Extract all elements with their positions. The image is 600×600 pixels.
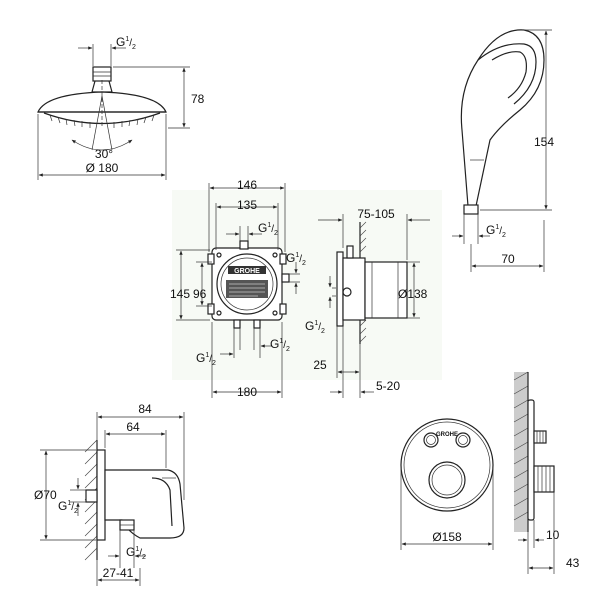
head-shower-angle-arc <box>71 139 133 151</box>
trim-brand: GROHE <box>436 432 458 438</box>
hand-shower-thread: G1/2 <box>486 223 506 239</box>
trim-side-plate <box>527 399 535 521</box>
box-right-thread: G1/2 <box>286 251 306 267</box>
hand-shower-offset: 70 <box>501 252 515 266</box>
box-top-thread: G1/2 <box>258 221 278 237</box>
box-side-thread: G1/2 <box>305 319 325 335</box>
trim-button-left <box>423 432 439 448</box>
head-shower-view: 30° G1/2 78 Ø 180 <box>37 35 205 180</box>
trim-side-depth: 10 <box>546 528 560 542</box>
head-shower-diameter: Ø 180 <box>86 161 119 175</box>
hand-shower-view: 154 G1/2 70 <box>452 29 554 272</box>
hand-shower-length: 154 <box>534 135 554 149</box>
box-side-depth-range: 75-105 <box>357 207 395 221</box>
box-side-connector <box>342 287 352 297</box>
head-shower-height: 78 <box>191 92 205 106</box>
wall-elbow-range: 27-41 <box>103 566 134 580</box>
box-top-connector <box>239 240 249 250</box>
trim-side-wall <box>514 372 528 532</box>
wall-elbow-bottom-thread: G1/2 <box>126 545 146 561</box>
head-shower-thread: G1/2 <box>116 35 136 51</box>
trim-diameter: Ø158 <box>432 530 462 544</box>
trim-button-right <box>455 432 471 448</box>
wall-elbow-width-outer: 84 <box>138 402 152 416</box>
head-shower-connector <box>92 66 112 82</box>
hand-shower-body <box>460 29 545 207</box>
box-brand: GROHE <box>234 268 260 275</box>
box-front-view: GROHE 146 135 G1/2 <box>170 178 442 399</box>
trim-side-view: 10 43 <box>513 371 580 574</box>
box-bottom-left-thread: G1/2 <box>196 351 216 367</box>
head-shower-angle: 30° <box>95 147 113 161</box>
trim-side-knob <box>533 465 555 493</box>
trim-side-projection: 43 <box>566 556 580 570</box>
box-bottom-right-thread: G1/2 <box>270 337 290 353</box>
box-side-offset: 25 <box>313 358 327 372</box>
box-side-range: 5-20 <box>376 379 400 393</box>
trim-front-view: GROHE Ø158 <box>400 418 494 550</box>
box-brand-plate <box>228 266 266 274</box>
box-width-outer: 146 <box>237 178 257 192</box>
box-width-total: 180 <box>237 385 257 399</box>
box-width-inner: 135 <box>237 198 257 212</box>
trim-knob <box>428 461 466 499</box>
wall-elbow-diameter: Ø70 <box>34 488 57 502</box>
box-side-diameter: Ø138 <box>398 287 428 301</box>
wall-elbow-body <box>104 469 185 539</box>
hand-shower-connector <box>463 204 479 215</box>
box-height-inner: 96 <box>193 287 207 301</box>
wall-elbow-rosette <box>96 449 106 541</box>
box-side-plate <box>336 251 344 327</box>
wall-elbow-width-inner: 64 <box>126 420 140 434</box>
wall-elbow-view: 84 64 Ø70 G1/2 G1/2 27-41 <box>34 402 185 586</box>
wall-elbow-side-thread: G1/2 <box>58 499 78 515</box>
box-side-view: G1/2 75-105 Ø138 25 5-20 <box>305 207 430 398</box>
box-label <box>226 280 268 298</box>
box-height-outer: 145 <box>170 287 190 301</box>
